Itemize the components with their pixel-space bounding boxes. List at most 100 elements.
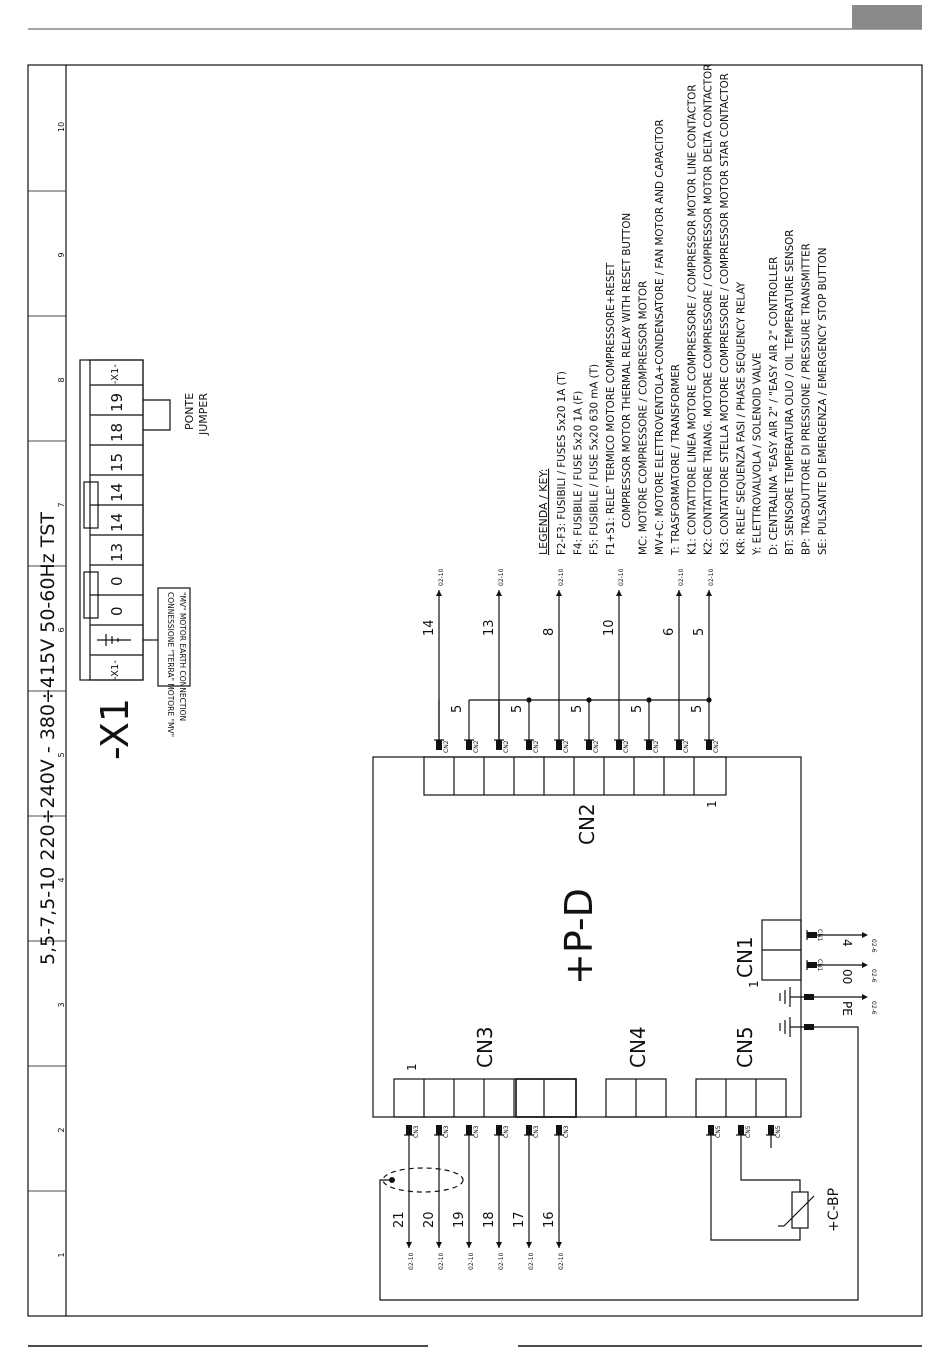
cn3-plug-4: CN3	[524, 1125, 540, 1138]
terminal-14b: 14	[108, 483, 126, 502]
legend: LEGENDA / KEY: F2-F3: FUSIBILI / FUSES 5…	[537, 64, 829, 556]
cn3-plug-1: CN3	[434, 1125, 450, 1138]
cn3-plug-5-tag: CN3	[563, 1125, 570, 1138]
terminal-14a: 14	[108, 513, 126, 532]
cn2-ref-2: 02-10	[558, 568, 565, 586]
cn2-plug-8-tag: CN2	[683, 740, 690, 753]
legend-heading: LEGENDA / KEY:	[537, 469, 550, 555]
cn3-wire-number-5: 16	[542, 1211, 557, 1228]
legend-line-15: BP: TRASDUTTORE DI PRESSIONE / PRESSURE …	[801, 243, 813, 555]
cn2-wire-number-4: 6	[662, 628, 677, 636]
terminal-0a: 0	[108, 606, 126, 616]
terminal-18: 18	[108, 423, 126, 442]
cn3-arrow-5	[556, 1242, 562, 1248]
cn2-plug-1: CN2	[464, 739, 480, 753]
cn2-plug-9-tag: CN2	[713, 740, 720, 753]
grid-number: 10	[57, 122, 66, 132]
cn3-wire-number-1: 20	[422, 1211, 437, 1228]
cn2-plug-6: CN2	[614, 739, 630, 753]
terminal-end-label-bottom: -X1-	[110, 660, 121, 680]
cn3-wire-number-0: 21	[392, 1211, 407, 1228]
cn5-label: CN5	[733, 1026, 757, 1068]
grid-number: 2	[57, 1127, 66, 1132]
cn2-plug-3: CN2	[524, 739, 540, 753]
grid-number: 3	[57, 1002, 66, 1007]
cn3-pin1: 1	[405, 1063, 419, 1071]
cn3-arrow-1	[436, 1242, 442, 1248]
cn2-plug-4-tag: CN2	[563, 740, 570, 753]
cn3-label: CN3	[473, 1026, 497, 1068]
cn2-arrow-0	[436, 590, 442, 596]
cn3-wire-number-4: 17	[512, 1211, 527, 1228]
cn5-wire-b	[740, 1135, 801, 1192]
cn3-plug-5: CN3	[554, 1125, 570, 1138]
cn2-arrow-2	[556, 590, 562, 596]
cn2-ref-3: 02-10	[618, 568, 625, 586]
cn2-pin1: 1	[705, 800, 719, 808]
cn5-wire-a	[710, 1135, 801, 1241]
cn2-ref-1: 02-10	[498, 568, 505, 586]
cn4-connector: CN4	[605, 1026, 667, 1118]
cn3-plug-4-tag: CN3	[533, 1125, 540, 1138]
cn3-arrow-0	[406, 1242, 412, 1248]
grid-number: 9	[57, 252, 66, 257]
cn5-plug-1-tag: CN5	[745, 1125, 752, 1138]
legend-line-13: D: CENTRALINA "EASY AIR 2" / "EASY AIR 2…	[768, 257, 780, 555]
cn2-plug-6-tag: CN2	[623, 740, 630, 753]
grid-number: 7	[57, 502, 66, 507]
cn3-plug-1-tag: CN3	[443, 1125, 450, 1138]
legend-line-0: F2-F3: FUSIBILI / FUSES 5x20 1A (T)	[556, 371, 568, 555]
grid-ticks	[28, 64, 66, 1317]
cn2-plug-2: CN2	[494, 739, 510, 753]
grid-number: 1	[57, 1252, 66, 1257]
legend-line-7: T: TRASFORMATORE / TRANSFORMER	[670, 364, 682, 556]
cn2-plug-7-tag: CN2	[653, 740, 660, 753]
jumper-label-it: PONTE	[183, 393, 196, 430]
terminal-block: -X1- -X1- 0 0 13 14 14 15 18 19 PONTE JU…	[79, 359, 210, 737]
pressure-transducer-icon	[778, 1191, 815, 1229]
cn1-ref-0: 02-6	[870, 939, 877, 953]
cn3-ref-1: 02-10	[438, 1252, 445, 1270]
cn3-connector: CN3 1	[393, 1026, 577, 1118]
cn5-connector: CN5	[695, 1026, 787, 1118]
cn5-plug-2-tag: CN5	[775, 1125, 782, 1138]
grid-number: 8	[57, 377, 66, 382]
controller-name: +P-D	[557, 888, 601, 985]
cn2-plug-0-tag: CN2	[443, 740, 450, 753]
cn2-bus-number: 5	[690, 705, 705, 713]
cn2-plug-9: CN2	[704, 739, 720, 753]
cn3-wires: CN302-1021CN302-1020CN302-1019CN302-1018…	[379, 1026, 859, 1301]
cn3-ref-0: 02-10	[408, 1252, 415, 1270]
cn2-arrow-4	[676, 590, 682, 596]
cn2-plug-7: CN2	[644, 739, 660, 753]
legend-line-3: F1+S1: RELE' TERMICO MOTORE COMPRESSORE+…	[605, 262, 617, 555]
cn2-arrow-3	[616, 590, 622, 596]
cn2-wire-number-0: 14	[422, 619, 437, 636]
terminal-15: 15	[108, 453, 126, 472]
terminal-0b: 0	[108, 576, 126, 586]
cn3-plug-2: CN3	[464, 1125, 480, 1138]
legend-line-2: F5: FUSIBILE / FUSE 5x20 630 mA (T)	[589, 364, 601, 555]
cn2-plug-5-tag: CN2	[593, 740, 600, 753]
header-tab	[852, 5, 922, 29]
cn5-plug-0-tag: CN5	[715, 1125, 722, 1138]
legend-line-11: KR: RELE' SEQUENZA FASI / PHASE SEQUENCY…	[735, 281, 747, 555]
cn1-ref-1: 02-6	[870, 969, 877, 983]
cn2-wire-number-5: 5	[692, 628, 707, 636]
legend-line-5: MC: MOTORE COMPRESSORE / COMPRESSOR MOTO…	[638, 281, 650, 555]
cn3-arrow-3	[496, 1242, 502, 1248]
terminal-block-body	[89, 359, 144, 681]
cn2-bus-number: 5	[570, 705, 585, 713]
cn3-plug-2-tag: CN3	[473, 1125, 480, 1138]
terminal-19: 19	[108, 393, 126, 412]
legend-line-16: SE: PULSANTE DI EMERGENZA / EMERGENCY ST…	[817, 248, 829, 555]
cn3-arrow-2	[466, 1242, 472, 1248]
legend-line-1: F4: FUSIBILE / FUSE 5x20 1A (F)	[572, 391, 584, 555]
cn2-plug-5: CN2	[584, 739, 600, 753]
legend-line-8: K1: CONTATTORE LINEA MOTORE COMPRESSORE …	[686, 84, 698, 555]
cn3-arrow-4	[526, 1242, 532, 1248]
cn1-wire-label-1: 00	[840, 969, 854, 984]
